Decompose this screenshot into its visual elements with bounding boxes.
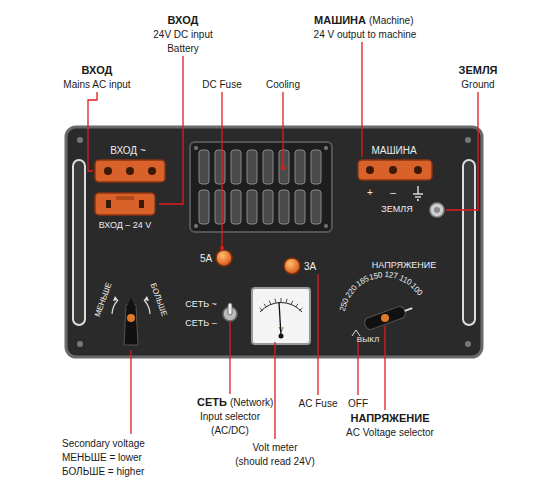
panel-label: ЗЕМЛЯ xyxy=(381,205,412,215)
leader-lines xyxy=(88,42,478,439)
callout-text: 24V DC input xyxy=(153,29,212,40)
fuse-rating: 5A xyxy=(200,253,212,264)
terminal-sign: – xyxy=(390,187,396,198)
cooling-grille xyxy=(190,142,332,232)
callout-title: ВХОД xyxy=(168,14,199,26)
volt-meter xyxy=(252,288,310,344)
handle xyxy=(463,160,475,325)
meter-unit: V xyxy=(279,326,284,334)
callout-text: AC Voltage selector xyxy=(346,427,434,438)
secondary-voltage-knob xyxy=(112,296,150,345)
fuse-rating: 3A xyxy=(304,261,316,272)
terminal-sign: + xyxy=(367,187,373,198)
leader-dots xyxy=(220,166,285,250)
switch-position: СЕТЬ ~ xyxy=(185,300,217,310)
ground-terminal xyxy=(430,203,444,217)
callout-title: НАПРЯЖЕНИЕ xyxy=(350,412,429,424)
callout-text: Mains AC input xyxy=(63,79,130,90)
ac-fuse xyxy=(284,258,300,274)
callout-text: (AC/DC) xyxy=(211,425,249,436)
ac-voltage-selector-knob xyxy=(352,302,414,336)
callout-text: Battery xyxy=(167,43,199,54)
machine-output-socket xyxy=(358,160,432,180)
callout-title: ВХОД xyxy=(82,64,113,76)
ground-symbol xyxy=(413,186,423,200)
ac-input-socket xyxy=(95,160,165,182)
panel-housing xyxy=(66,127,482,357)
callout-text: Input selector xyxy=(200,411,260,422)
off-mark: ВЫКЛ xyxy=(357,336,379,345)
callout-title: СЕТЬ xyxy=(197,396,227,408)
handle xyxy=(73,160,85,325)
callout-text: (Network) xyxy=(230,397,273,408)
dc-fuse xyxy=(216,250,232,266)
callout-title: ЗЕМЛЯ xyxy=(458,64,497,76)
panel-label: НАПРЯЖЕНИЕ xyxy=(372,261,436,271)
callout-text: Cooling xyxy=(266,79,300,90)
input-selector-switch xyxy=(223,303,237,321)
switch-position: СЕТЬ – xyxy=(185,319,216,329)
callout-text: БОЛЬШЕ = higher xyxy=(62,466,144,477)
callout-text: (Machine) xyxy=(369,15,413,26)
callout-text: OFF xyxy=(348,398,368,409)
panel-label: МАШИНА xyxy=(371,145,416,156)
panel-label: ВХОД ~ xyxy=(110,145,146,156)
callout-text: (should read 24V) xyxy=(235,456,315,467)
callout-text: МЕНЬШЕ = lower xyxy=(62,452,142,463)
panel-label: ВХОД – 24 V xyxy=(99,221,152,231)
callout-text: Ground xyxy=(461,79,494,90)
callout-text: AC Fuse xyxy=(299,398,338,409)
callout-text: DC Fuse xyxy=(202,79,241,90)
dc-input-socket xyxy=(95,193,155,215)
callout-text: 24 V output to machine xyxy=(314,29,417,40)
callout-text: Volt meter xyxy=(252,442,297,453)
callout-title: МАШИНА xyxy=(314,14,366,26)
callout-text: Secondary voltage xyxy=(62,438,145,449)
